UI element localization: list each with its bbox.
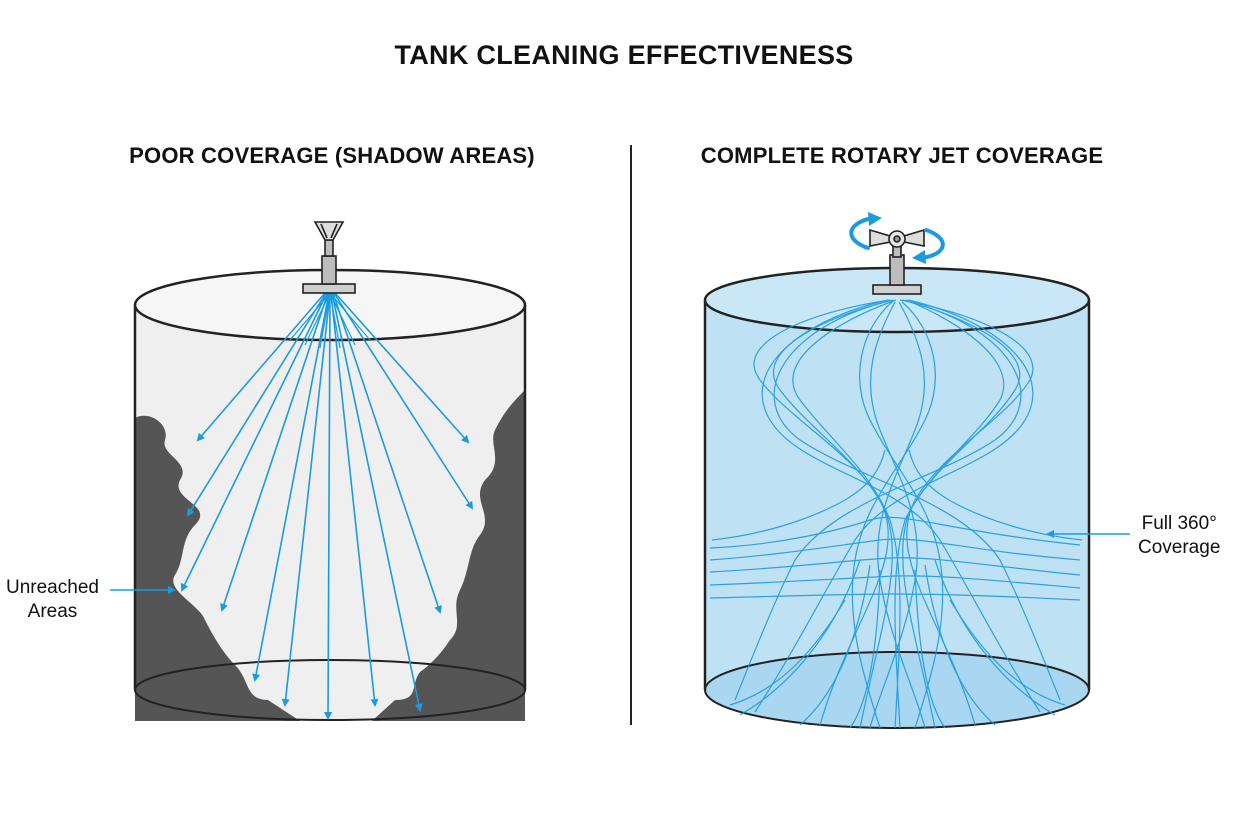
rotary-jet-head-icon xyxy=(869,228,925,295)
coverage-label-line-1: Full 360° xyxy=(1141,513,1217,534)
left-tank-body xyxy=(135,305,525,720)
unreached-label-line-1: Unreached xyxy=(6,577,99,598)
left-spray-fan xyxy=(289,292,371,349)
unreached-label-line-2: Areas xyxy=(27,601,78,622)
left-shadow-area-right xyxy=(372,390,525,721)
fixed-spray-nozzle-icon xyxy=(302,221,356,294)
rotary-jet-pattern xyxy=(709,299,1083,729)
full-coverage-label: Full 360° Coverage xyxy=(1138,512,1220,560)
left-spray-jets xyxy=(181,292,474,720)
diagram-title: TANK CLEANING EFFECTIVENESS xyxy=(394,40,854,70)
coverage-label-line-2: Coverage xyxy=(1138,537,1221,558)
left-panel-heading: POOR COVERAGE (SHADOW AREAS) xyxy=(129,143,535,168)
panel-divider xyxy=(630,145,632,725)
right-panel-heading: COMPLETE ROTARY JET COVERAGE xyxy=(700,143,1104,168)
right-tank xyxy=(703,266,1091,729)
right-tank-body xyxy=(705,300,1089,728)
left-shadow-area-left xyxy=(135,415,300,721)
unreached-areas-label: Unreached Areas xyxy=(6,576,99,624)
rotation-arrows-icon xyxy=(849,216,945,260)
